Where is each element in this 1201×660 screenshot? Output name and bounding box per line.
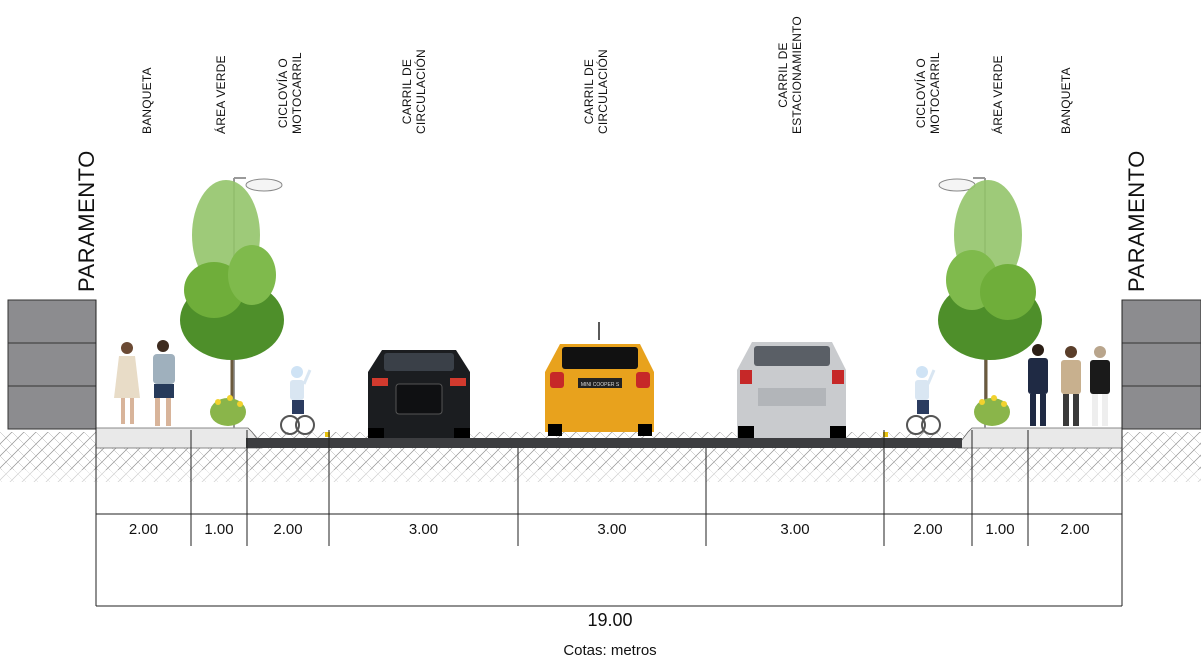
zone-label-line: CARRIL DE [582, 58, 596, 125]
total-width: 19.00 [587, 610, 633, 630]
pedestrians-right [1028, 344, 1110, 426]
roadway [246, 438, 962, 448]
zone-label-line: ÁREA VERDE [214, 55, 228, 134]
zone-label-line: CICLOVÍA O [276, 58, 290, 129]
zone-width: 2.00 [913, 521, 943, 538]
bike-lane-marker-left [325, 432, 330, 437]
zone-label-line: CIRCULACIÓN [596, 49, 610, 134]
zone-label-line: ÁREA VERDE [991, 55, 1005, 134]
shrub-left [210, 395, 246, 426]
left-sidewalk [95, 427, 263, 449]
left-wall [7, 299, 97, 430]
tree-left [180, 180, 284, 420]
tree-right [938, 180, 1042, 420]
zone-label-line: BANQUETA [1059, 67, 1073, 134]
car-dark-suv [368, 350, 470, 438]
zone-width: 3.00 [597, 521, 627, 538]
zone-label-line: CARRIL DE [776, 42, 790, 108]
bike-lane-marker-right [883, 432, 888, 437]
dimension-lines [95, 300, 1123, 607]
zone-label-line: ESTACIONAMIENTO [790, 16, 804, 134]
shrub-right [974, 395, 1010, 426]
car-badge: MINI COOPER S [581, 382, 620, 388]
car-silver-suv [737, 342, 846, 438]
car-orange-mini: MINI COOPER S [545, 322, 654, 436]
zone-label-line: CICLOVÍA O [914, 58, 928, 129]
zone-width: 2.00 [1060, 521, 1090, 538]
units-note: Cotas: metros [563, 642, 657, 659]
zone-label-line: CIRCULACIÓN [414, 49, 428, 134]
cyclist-right [906, 366, 941, 435]
cyclist-left [280, 366, 315, 435]
zone-width: 3.00 [780, 521, 810, 538]
zone-width: 2.00 [273, 521, 303, 538]
right-wall [1121, 299, 1201, 430]
pedestrians-left [114, 340, 175, 426]
zone-label-line: MOTOCARRIL [290, 52, 304, 134]
right-sidewalk [957, 427, 1123, 449]
zone-width: 2.00 [128, 521, 159, 538]
zone-width: 1.00 [985, 521, 1015, 538]
zone-label-line: BANQUETA [140, 67, 154, 134]
zone-label-line: MOTOCARRIL [928, 52, 942, 134]
zone-width: 1.00 [204, 521, 234, 538]
zone-label-line: CARRIL DE [400, 58, 414, 125]
zone-width: 3.00 [408, 521, 439, 538]
